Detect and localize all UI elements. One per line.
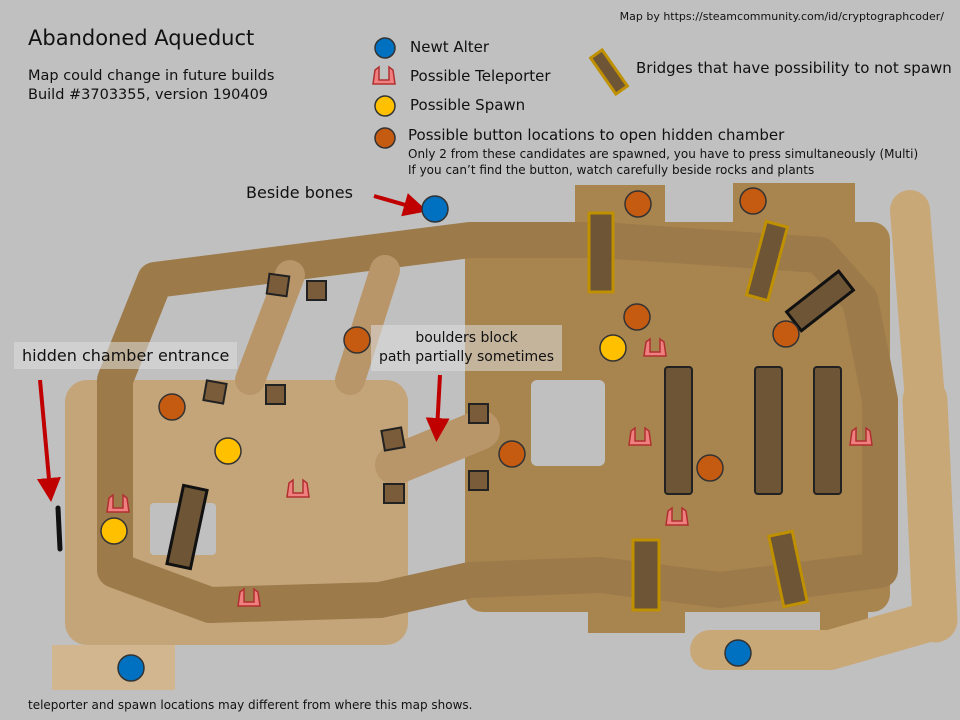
newt-alter-marker bbox=[117, 654, 145, 682]
legend-bridges-label: Bridges that have possibility to not spa… bbox=[636, 59, 952, 77]
credit-link: Map by https://steamcommunity.com/id/cry… bbox=[619, 10, 944, 23]
arrow-icon bbox=[425, 374, 450, 442]
button-marker bbox=[623, 303, 651, 331]
button-marker bbox=[158, 393, 186, 421]
button-marker bbox=[343, 326, 371, 354]
bridge bbox=[165, 483, 209, 571]
bridges bbox=[165, 47, 856, 612]
bridge bbox=[754, 366, 783, 495]
bridge bbox=[813, 366, 842, 495]
subtitle-line: Map could change in future builds bbox=[28, 68, 275, 84]
legend-teleporter-icon bbox=[372, 66, 396, 85]
note-line: path partially sometimes bbox=[379, 349, 555, 365]
bridge bbox=[784, 269, 856, 333]
boulder bbox=[468, 403, 489, 424]
spawn-marker bbox=[100, 517, 128, 545]
map-subtitle: Map could change in future builds Build … bbox=[28, 67, 274, 105]
boulder bbox=[265, 272, 291, 298]
legend-button-icon bbox=[374, 127, 396, 149]
button-note: If you can’t find the button, watch care… bbox=[408, 163, 815, 177]
legend-newt-label: Newt Alter bbox=[410, 38, 490, 56]
boulders bbox=[202, 272, 489, 504]
newt-alter-marker bbox=[421, 195, 449, 223]
boulder bbox=[265, 384, 286, 405]
optional-bridge bbox=[587, 211, 615, 294]
button-marker bbox=[739, 187, 767, 215]
paths bbox=[97, 190, 958, 670]
boulder bbox=[380, 426, 406, 452]
optional-bridge bbox=[631, 538, 661, 612]
arrows bbox=[36, 193, 450, 502]
button-note: Only 2 from these candidates are spawned… bbox=[408, 147, 919, 161]
legend-spawn-label: Possible Spawn bbox=[410, 96, 526, 114]
legend-button-notes: Only 2 from these candidates are spawned… bbox=[408, 146, 918, 178]
hidden-chamber-entrance bbox=[55, 505, 63, 552]
note-line: boulders block bbox=[415, 330, 518, 346]
hidden-chamber-label: hidden chamber entrance bbox=[14, 342, 238, 369]
arrow-icon bbox=[36, 379, 61, 502]
boulder bbox=[468, 470, 489, 491]
legend-teleporter-label: Possible Teleporter bbox=[410, 67, 551, 85]
boulder bbox=[306, 280, 327, 301]
bridge bbox=[664, 366, 693, 495]
newt-alter-marker bbox=[724, 639, 752, 667]
beside-bones-label: Beside bones bbox=[246, 183, 353, 202]
legend-button-label: Possible button locations to open hidden… bbox=[408, 126, 785, 144]
legend-bridge-icon bbox=[588, 47, 630, 97]
optional-bridge bbox=[744, 219, 790, 303]
boulders-note: boulders block path partially sometimes bbox=[371, 325, 563, 371]
optional-bridge bbox=[766, 529, 810, 609]
map-title: Abandoned Aqueduct bbox=[28, 26, 255, 50]
button-marker bbox=[772, 320, 800, 348]
build-info: Build #3703355, version 190409 bbox=[28, 87, 269, 103]
boulder bbox=[202, 379, 228, 405]
button-marker bbox=[624, 190, 652, 218]
legend-newt-icon bbox=[374, 37, 396, 59]
button-marker bbox=[498, 440, 526, 468]
legend-spawn-icon bbox=[374, 95, 396, 117]
button-marker bbox=[696, 454, 724, 482]
spawn-marker bbox=[214, 437, 242, 465]
arrow-icon bbox=[373, 193, 428, 217]
boulder bbox=[383, 483, 405, 504]
footer-note: teleporter and spawn locations may diffe… bbox=[28, 698, 473, 712]
pit-hole bbox=[531, 380, 605, 466]
spawn-marker bbox=[599, 334, 627, 362]
